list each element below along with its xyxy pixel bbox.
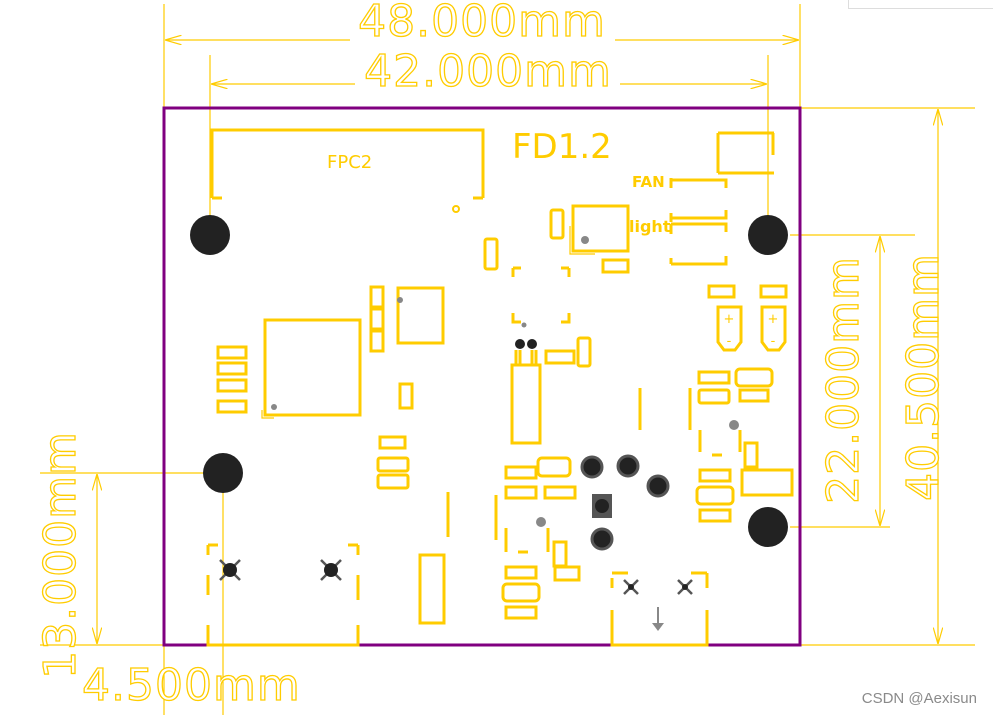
pads bbox=[219, 454, 693, 595]
board-outline bbox=[162, 106, 802, 647]
polarity-minus: - bbox=[727, 334, 732, 349]
polarity-minus-2: - bbox=[771, 334, 776, 349]
polarity-plus-2: + bbox=[768, 312, 779, 327]
dimension-lines bbox=[40, 4, 975, 715]
board-name: FD1.2 bbox=[512, 127, 612, 167]
polarity-plus: + bbox=[724, 312, 735, 327]
dimension-width-inner: 42.000mm bbox=[364, 46, 612, 97]
mounting-hole-bottom-right bbox=[748, 507, 788, 547]
light-label: light bbox=[629, 217, 671, 236]
dimension-hole-bottom: 13.000mm bbox=[35, 431, 86, 679]
watermark: CSDN @Aexisun bbox=[861, 690, 977, 707]
dimension-width-outer: 48.000mm bbox=[358, 0, 606, 47]
connector-label: FPC2 bbox=[327, 152, 372, 173]
fan-label: FAN bbox=[632, 173, 665, 191]
window-edge bbox=[848, 0, 993, 9]
dimension-hole-left: 4.500mm bbox=[82, 660, 301, 711]
silkscreen-components: + - + - bbox=[206, 128, 794, 647]
mounting-hole-bottom-left bbox=[203, 453, 243, 493]
mounting-hole-top-left bbox=[190, 215, 230, 255]
dimension-height-board: 40.500mm bbox=[898, 253, 949, 501]
dimension-height-holes: 22.000mm bbox=[818, 256, 869, 504]
mounting-hole-top-right bbox=[748, 215, 788, 255]
